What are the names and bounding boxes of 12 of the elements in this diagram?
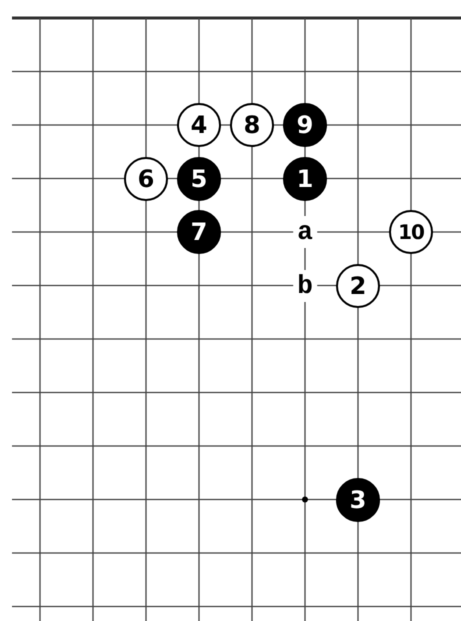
go-stone: 2	[336, 264, 380, 308]
go-stone: 3	[336, 478, 380, 522]
point-label: a	[293, 216, 317, 248]
go-stone: 10	[389, 210, 433, 254]
go-stone: 8	[230, 103, 274, 147]
go-stone: 9	[283, 103, 327, 147]
go-stone: 4	[177, 103, 221, 147]
go-stone: 1	[283, 156, 327, 200]
point-label: b	[293, 270, 317, 302]
go-stone: 7	[177, 210, 221, 254]
go-stone: 6	[124, 156, 168, 200]
go-stone: 5	[177, 156, 221, 200]
